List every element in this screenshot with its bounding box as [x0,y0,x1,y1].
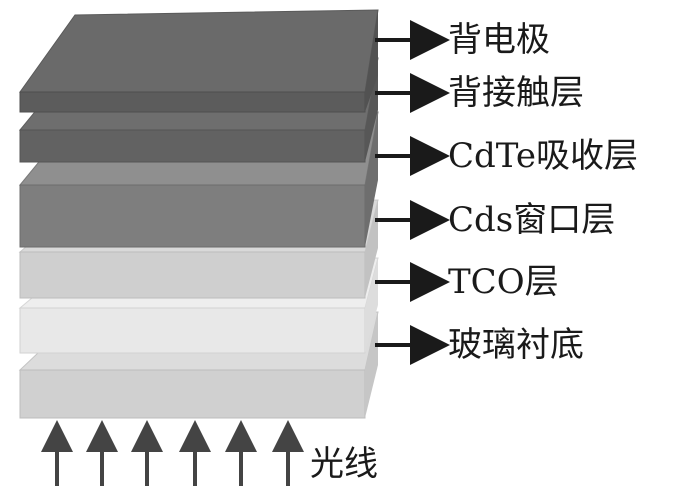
label-arrows [375,20,450,365]
light-arrows [41,420,304,486]
label-back-electrode: 背电极 [448,20,550,60]
label-back-contact: 背接触层 [448,73,584,113]
label-cds-window: Cds窗口层 [448,200,616,240]
label-cdte-absorber: CdTe吸收层 [448,136,638,176]
label-tco: TCO层 [448,262,559,302]
back-electrode-layer [19,9,379,113]
label-light: 光线 [310,444,378,484]
label-glass-substrate: 玻璃衬底 [448,325,584,365]
